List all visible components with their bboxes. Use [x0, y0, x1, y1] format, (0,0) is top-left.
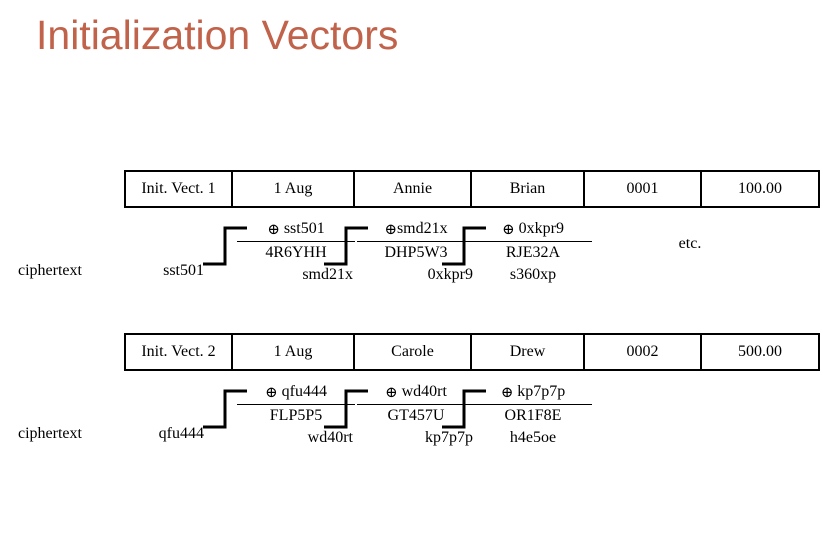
chain-connector-icon [442, 222, 486, 270]
xor-group-3: ⊕ 0xkpr9 RJE32A s360xp [474, 219, 592, 286]
table-cell-recipient: Brian [472, 172, 585, 206]
chain-connector-icon [324, 385, 368, 433]
table-cell-sender: Annie [355, 172, 472, 206]
xor-operator-icon: ⊕ [267, 222, 280, 238]
cipher-seed-value: qfu444 [158, 425, 204, 442]
xor-result: s360xp [509, 266, 557, 283]
xor-operator-icon: ⊕ [385, 385, 398, 401]
xor-key: OR1F8E [504, 407, 562, 424]
xor-operand: sst501 [283, 220, 325, 237]
xor-group-3: ⊕ kp7p7p OR1F8E h4e5oe [474, 382, 592, 449]
xor-key: DHP5W3 [384, 244, 448, 261]
table-cell-init-vector: Init. Vect. 2 [126, 335, 233, 369]
xor-group-2: ⊕smd21x DHP5W3 0xkpr9 [357, 219, 475, 286]
xor-operand-line: ⊕ qfu444 [237, 382, 355, 405]
chain-connector-icon [203, 222, 247, 270]
xor-group-1: ⊕ sst501 4R6YHH smd21x [237, 219, 355, 286]
xor-operator-icon: ⊕ [502, 222, 515, 238]
cipher-chain-1: ciphertext sst501 ⊕ sst501 4R6YHH smd21x… [0, 213, 837, 298]
chain-connector-icon [442, 385, 486, 433]
xor-operand: wd40rt [401, 383, 447, 400]
xor-operator-icon: ⊕ [265, 385, 278, 401]
cipher-seed-value: sst501 [163, 262, 204, 279]
cipher-chain-2: ciphertext qfu444 ⊕ qfu444 FLP5P5 wd40rt… [0, 376, 837, 461]
table-cell-sender: Carole [355, 335, 472, 369]
xor-operand-line: ⊕smd21x [357, 219, 475, 242]
xor-operand-line: ⊕ 0xkpr9 [474, 219, 592, 242]
xor-result: smd21x [302, 266, 353, 283]
xor-group-1: ⊕ qfu444 FLP5P5 wd40rt [237, 382, 355, 449]
xor-key: GT457U [387, 407, 445, 424]
xor-key: 4R6YHH [265, 244, 327, 261]
table-cell-init-vector: Init. Vect. 1 [126, 172, 233, 206]
xor-result: wd40rt [307, 429, 353, 446]
table-cell-amount: 100.00 [738, 180, 782, 197]
xor-group-2: ⊕ wd40rt GT457U kp7p7p [357, 382, 475, 449]
chain-connector-icon [203, 385, 247, 433]
table-cell-account: 0001 [585, 172, 702, 206]
page-title: Initialization Vectors [36, 12, 399, 58]
xor-operand-line: ⊕ kp7p7p [474, 382, 592, 405]
xor-result: h4e5oe [509, 429, 557, 446]
xor-result: kp7p7p [425, 429, 473, 446]
xor-key: RJE32A [505, 244, 561, 261]
initialization-vector-table-2: Init. Vect. 2 1 Aug Carole Drew 0002 500… [124, 333, 820, 371]
table-cell-date: 1 Aug [233, 172, 355, 206]
xor-operand: 0xkpr9 [518, 220, 564, 237]
ciphertext-label: ciphertext [18, 425, 82, 442]
xor-operator-icon: ⊕ [500, 385, 514, 401]
xor-result: 0xkpr9 [427, 266, 473, 283]
xor-operand: qfu444 [281, 383, 327, 400]
ciphertext-label: ciphertext [18, 262, 82, 279]
xor-operand: kp7p7p [517, 383, 566, 400]
table-cell-recipient: Drew [472, 335, 585, 369]
xor-operand: smd21x [396, 220, 448, 237]
chain-connector-icon [324, 222, 368, 270]
table-cell-account: 0002 [585, 335, 702, 369]
xor-operand-line: ⊕ wd40rt [357, 382, 475, 405]
table-cell-date: 1 Aug [233, 335, 355, 369]
xor-key: FLP5P5 [269, 407, 323, 424]
table-cell-amount: 500.00 [738, 343, 782, 360]
etc-label: etc. [678, 235, 702, 252]
xor-operator-icon: ⊕ [384, 222, 397, 238]
initialization-vector-table-1: Init. Vect. 1 1 Aug Annie Brian 0001 100… [124, 170, 820, 208]
xor-operand-line: ⊕ sst501 [237, 219, 355, 242]
